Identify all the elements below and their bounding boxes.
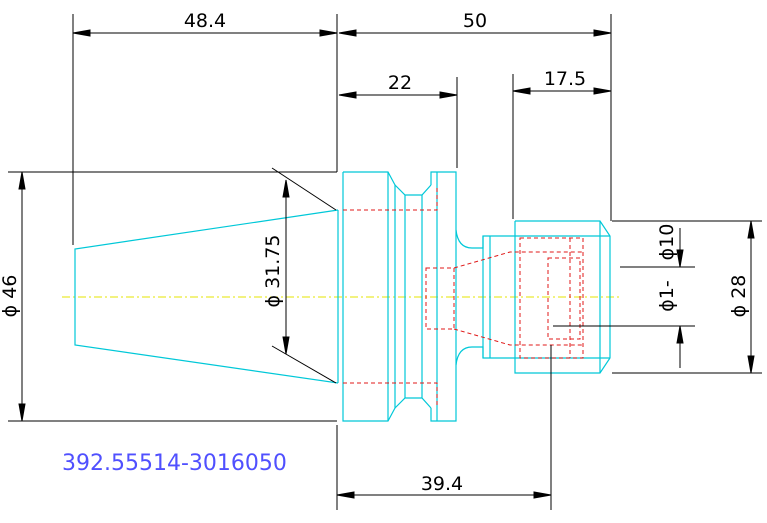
dim-taper-diameter: ϕ 46 (0, 171, 337, 422)
dim-bottom-length: 39.4 (336, 345, 552, 510)
dim-label: ϕ 31.75 (262, 235, 284, 308)
dim-overall-left: 48.4 (72, 10, 338, 245)
dim-label: 48.4 (184, 10, 226, 32)
dim-label: 17.5 (544, 68, 586, 90)
dim-label: 50 (463, 10, 487, 32)
taper-shank (74, 209, 339, 384)
dim-label: ϕ 28 (728, 275, 750, 318)
dim-label: 39.4 (421, 473, 463, 495)
dim-label: ϕ 46 (0, 275, 21, 318)
dim-nut-diameter: ϕ 28 (612, 220, 762, 374)
v-groove (394, 184, 432, 196)
collar (430, 171, 457, 422)
part-number: 392.55514-3016050 (62, 451, 287, 476)
dim-clamp-range: ϕ1- (553, 280, 695, 368)
dim-label: ϕ10 (656, 224, 678, 261)
dim-nose: 17.5 (512, 68, 612, 219)
dim-gauge-diameter: ϕ 31.75 (262, 167, 337, 384)
dim-flange: 22 (338, 72, 458, 168)
hidden-lines (343, 185, 584, 408)
neck (455, 229, 515, 366)
dim-label: ϕ1- (656, 280, 678, 311)
dim-bore-diameter: ϕ10 (620, 224, 695, 268)
dim-overall-right: 50 (338, 10, 612, 221)
dim-label: 22 (388, 72, 412, 94)
